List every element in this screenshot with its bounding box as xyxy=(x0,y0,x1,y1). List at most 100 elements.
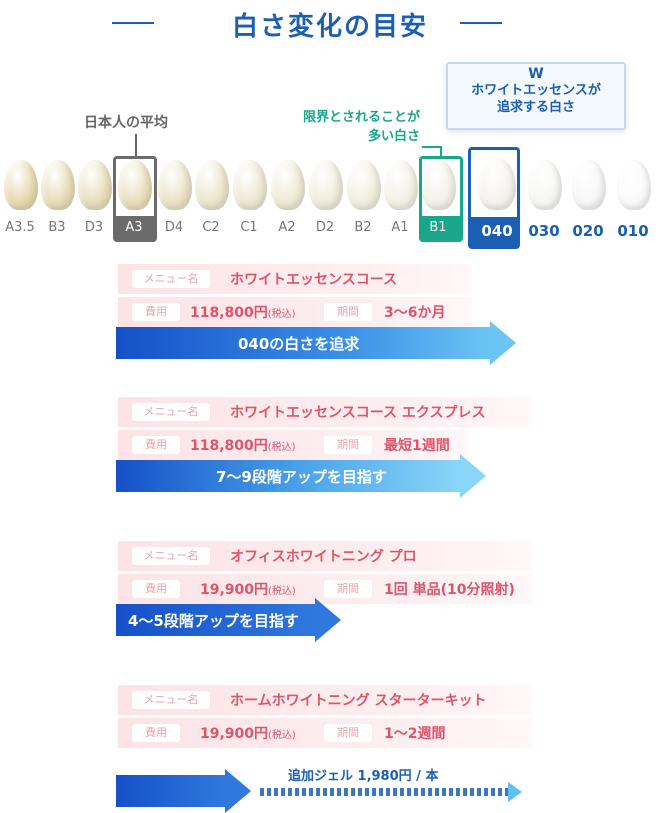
shade-label-b1: B1 xyxy=(429,220,447,235)
fee-tax-note: (税込) xyxy=(268,730,296,741)
shade-label-d4: D4 xyxy=(164,220,184,235)
shade-label-d3: D3 xyxy=(84,220,104,235)
shade-label-a3: A3 xyxy=(125,220,143,235)
arrow-label: 040の白さを追求 xyxy=(238,335,360,353)
average-callout: 日本人の平均 xyxy=(84,115,168,131)
arrow-body xyxy=(116,460,460,492)
menu-detail-row: 費用 118,800円(税込) 期間最短1週間 xyxy=(118,430,468,460)
tooth-shade-d4 xyxy=(158,160,192,210)
period-tag: 期間 xyxy=(324,724,372,742)
shade-label-030: 030 xyxy=(528,222,560,240)
menu-name-tag: メニュー名 xyxy=(132,691,210,709)
menu-name-tag: メニュー名 xyxy=(132,270,210,288)
result-arrow: 7〜9段階アップを目指す xyxy=(116,454,486,498)
shade-label-c2: C2 xyxy=(202,220,220,235)
arrow-body xyxy=(116,327,490,359)
menu-name: ホワイトエッセンスコース エクスプレス xyxy=(230,405,486,421)
goal-callout: W ホワイトエッセンスが 追求する白さ xyxy=(446,62,626,130)
fee-amount: 19,900円 xyxy=(200,726,269,742)
page-title: 白さ変化の目安 xyxy=(231,12,428,42)
result-arrow xyxy=(116,769,251,813)
period-value: 1〜2週間 xyxy=(384,726,446,742)
tooth-shade-a3.5 xyxy=(4,160,38,210)
fee-tag: 費用 xyxy=(132,303,180,321)
shade-label-040: 040 xyxy=(481,222,513,240)
arrow-head xyxy=(460,454,486,498)
tooth-shade-b3 xyxy=(41,160,75,210)
period-tag: 期間 xyxy=(324,303,372,321)
extra-gel-price: 追加ジェル 1,980円 / 本 xyxy=(288,769,439,784)
menu-name: ホームホワイトニング スターターキット xyxy=(230,693,487,709)
shade-label-b2: B2 xyxy=(354,220,372,235)
fee-amount: 19,900円 xyxy=(200,582,269,598)
tooth-shade-a3 xyxy=(118,160,152,210)
menu-detail-row: 費用 118,800円(税込) 期間 3〜6か月 xyxy=(118,297,472,327)
goal-label-bg xyxy=(469,217,519,248)
menu-name-tag: メニュー名 xyxy=(132,403,210,421)
arrow-head xyxy=(225,769,251,813)
shade-label-020: 020 xyxy=(572,222,604,240)
tooth-shade-c2 xyxy=(195,160,229,210)
tooth-shade-d3 xyxy=(78,160,112,210)
menu-name-row: メニュー名 ホームホワイトニング スターターキット xyxy=(118,685,532,715)
tooth-shade-030 xyxy=(528,160,562,210)
dotted-arrow-line xyxy=(260,788,508,796)
fee-value: 118,800円(税込) xyxy=(190,302,296,322)
fee-amount: 118,800円 xyxy=(190,305,268,321)
menu-name-row: メニュー名オフィスホワイトニング プロ xyxy=(118,541,532,571)
menu-name-row: メニュー名 ホワイトエッセンスコース xyxy=(118,264,472,294)
title-line-right xyxy=(460,22,502,24)
average-label-bg xyxy=(114,216,156,242)
menu-name-row: メニュー名 ホワイトエッセンスコース エクスプレス xyxy=(118,397,532,427)
shade-label-a3.5: A3.5 xyxy=(5,220,35,235)
arrow-label: 4〜5段階アップを目指す xyxy=(128,612,299,630)
average-connector xyxy=(135,134,137,158)
fee-tax-note: (税込) xyxy=(267,309,296,320)
arrow-body xyxy=(116,604,315,636)
shade-label-d2: D2 xyxy=(315,220,335,235)
arrow-body xyxy=(116,775,225,807)
menu-detail-row: 費用 19,900円(税込) 期間 1〜2週間 xyxy=(118,718,532,748)
fee-amount: 118,800円 xyxy=(190,438,268,454)
fee-value: 19,900円(税込) xyxy=(200,579,296,599)
tooth-shade-010 xyxy=(617,160,651,210)
shade-label-c1: C1 xyxy=(240,220,258,235)
fee-tax-note: (税込) xyxy=(268,586,296,597)
limit-callout: 限界とされることが 多い白さ xyxy=(250,108,420,146)
menu-name: オフィスホワイトニング プロ xyxy=(230,549,417,565)
arrow-label: 7〜9段階アップを目指す xyxy=(216,468,387,486)
arrow-head xyxy=(315,598,341,642)
shade-label-010: 010 xyxy=(617,222,649,240)
limit-callout-line2: 多い白さ xyxy=(367,129,420,144)
limit-connector-h xyxy=(422,146,442,148)
tooth-shade-040 xyxy=(478,158,516,210)
fee-tag: 費用 xyxy=(132,724,180,742)
period-value: 1回 単品(10分照射) xyxy=(384,582,515,598)
arrow-head xyxy=(490,321,516,365)
result-arrow: 4〜5段階アップを目指す xyxy=(116,598,341,642)
shade-label-b3: B3 xyxy=(48,220,66,235)
period-tag: 期間 xyxy=(324,436,372,454)
limit-callout-line1: 限界とされることが xyxy=(302,110,420,125)
fee-value: 19,900円(税込) xyxy=(200,723,296,743)
limit-connector-v xyxy=(440,146,442,158)
period-value: 3〜6か月 xyxy=(384,305,446,321)
fee-tag: 費用 xyxy=(132,436,180,454)
tooth-shade-a2 xyxy=(271,160,305,210)
result-arrow: 040の白さを追求 xyxy=(116,321,516,365)
limit-label-bg xyxy=(420,216,462,242)
tooth-shade-a1 xyxy=(384,160,418,210)
tooth-shade-b2 xyxy=(347,160,381,210)
tooth-shade-b1 xyxy=(422,160,456,210)
tooth-shade-d2 xyxy=(309,160,343,210)
fee-value: 118,800円(税込) xyxy=(190,435,296,455)
brand-logo: W xyxy=(528,66,544,82)
fee-tax-note: (税込) xyxy=(267,442,296,453)
period-value: 最短1週間 xyxy=(384,438,450,454)
tooth-shade-c1 xyxy=(233,160,267,210)
shade-label-a2: A2 xyxy=(278,220,296,235)
menu-name: ホワイトエッセンスコース xyxy=(230,272,398,288)
period-tag: 期間 xyxy=(324,580,372,598)
shade-label-a1: A1 xyxy=(391,220,409,235)
dotted-arrow-head xyxy=(508,782,522,802)
